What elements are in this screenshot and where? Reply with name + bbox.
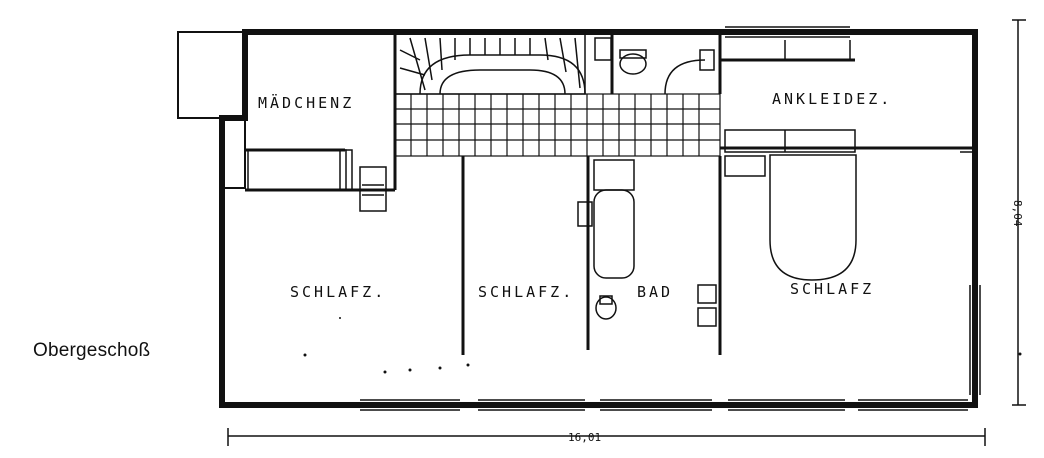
staircase: [394, 31, 586, 95]
wc-fixtures: [594, 37, 715, 95]
dimension-depth-label: 8,04: [1011, 200, 1024, 227]
windows: [360, 26, 981, 411]
bathroom-fixtures: [577, 159, 717, 327]
room-label-bedroom-1: SCHLAFZ.: [290, 283, 386, 301]
room-label-maid: MÄDCHENZ: [258, 93, 354, 112]
maid-room-fixtures: [247, 149, 387, 212]
room-label-bedroom-3: SCHLAFZ: [790, 280, 874, 298]
room-label-bath: BAD: [637, 283, 673, 301]
hallway-tiles: [394, 93, 721, 157]
exterior-walls: [177, 29, 978, 408]
scan-specks: [303, 317, 1022, 374]
interior-walls: [245, 32, 975, 355]
dimension-width-label: 16,01: [568, 431, 601, 444]
floor-plan-caption: Obergeschoß: [33, 340, 151, 361]
dressing-room-fixtures: [724, 40, 857, 281]
dimension-lines: [227, 19, 1026, 446]
room-label-bedroom-2: SCHLAFZ.: [478, 283, 574, 301]
room-label-dressing: ANKLEIDEZ.: [772, 90, 892, 108]
